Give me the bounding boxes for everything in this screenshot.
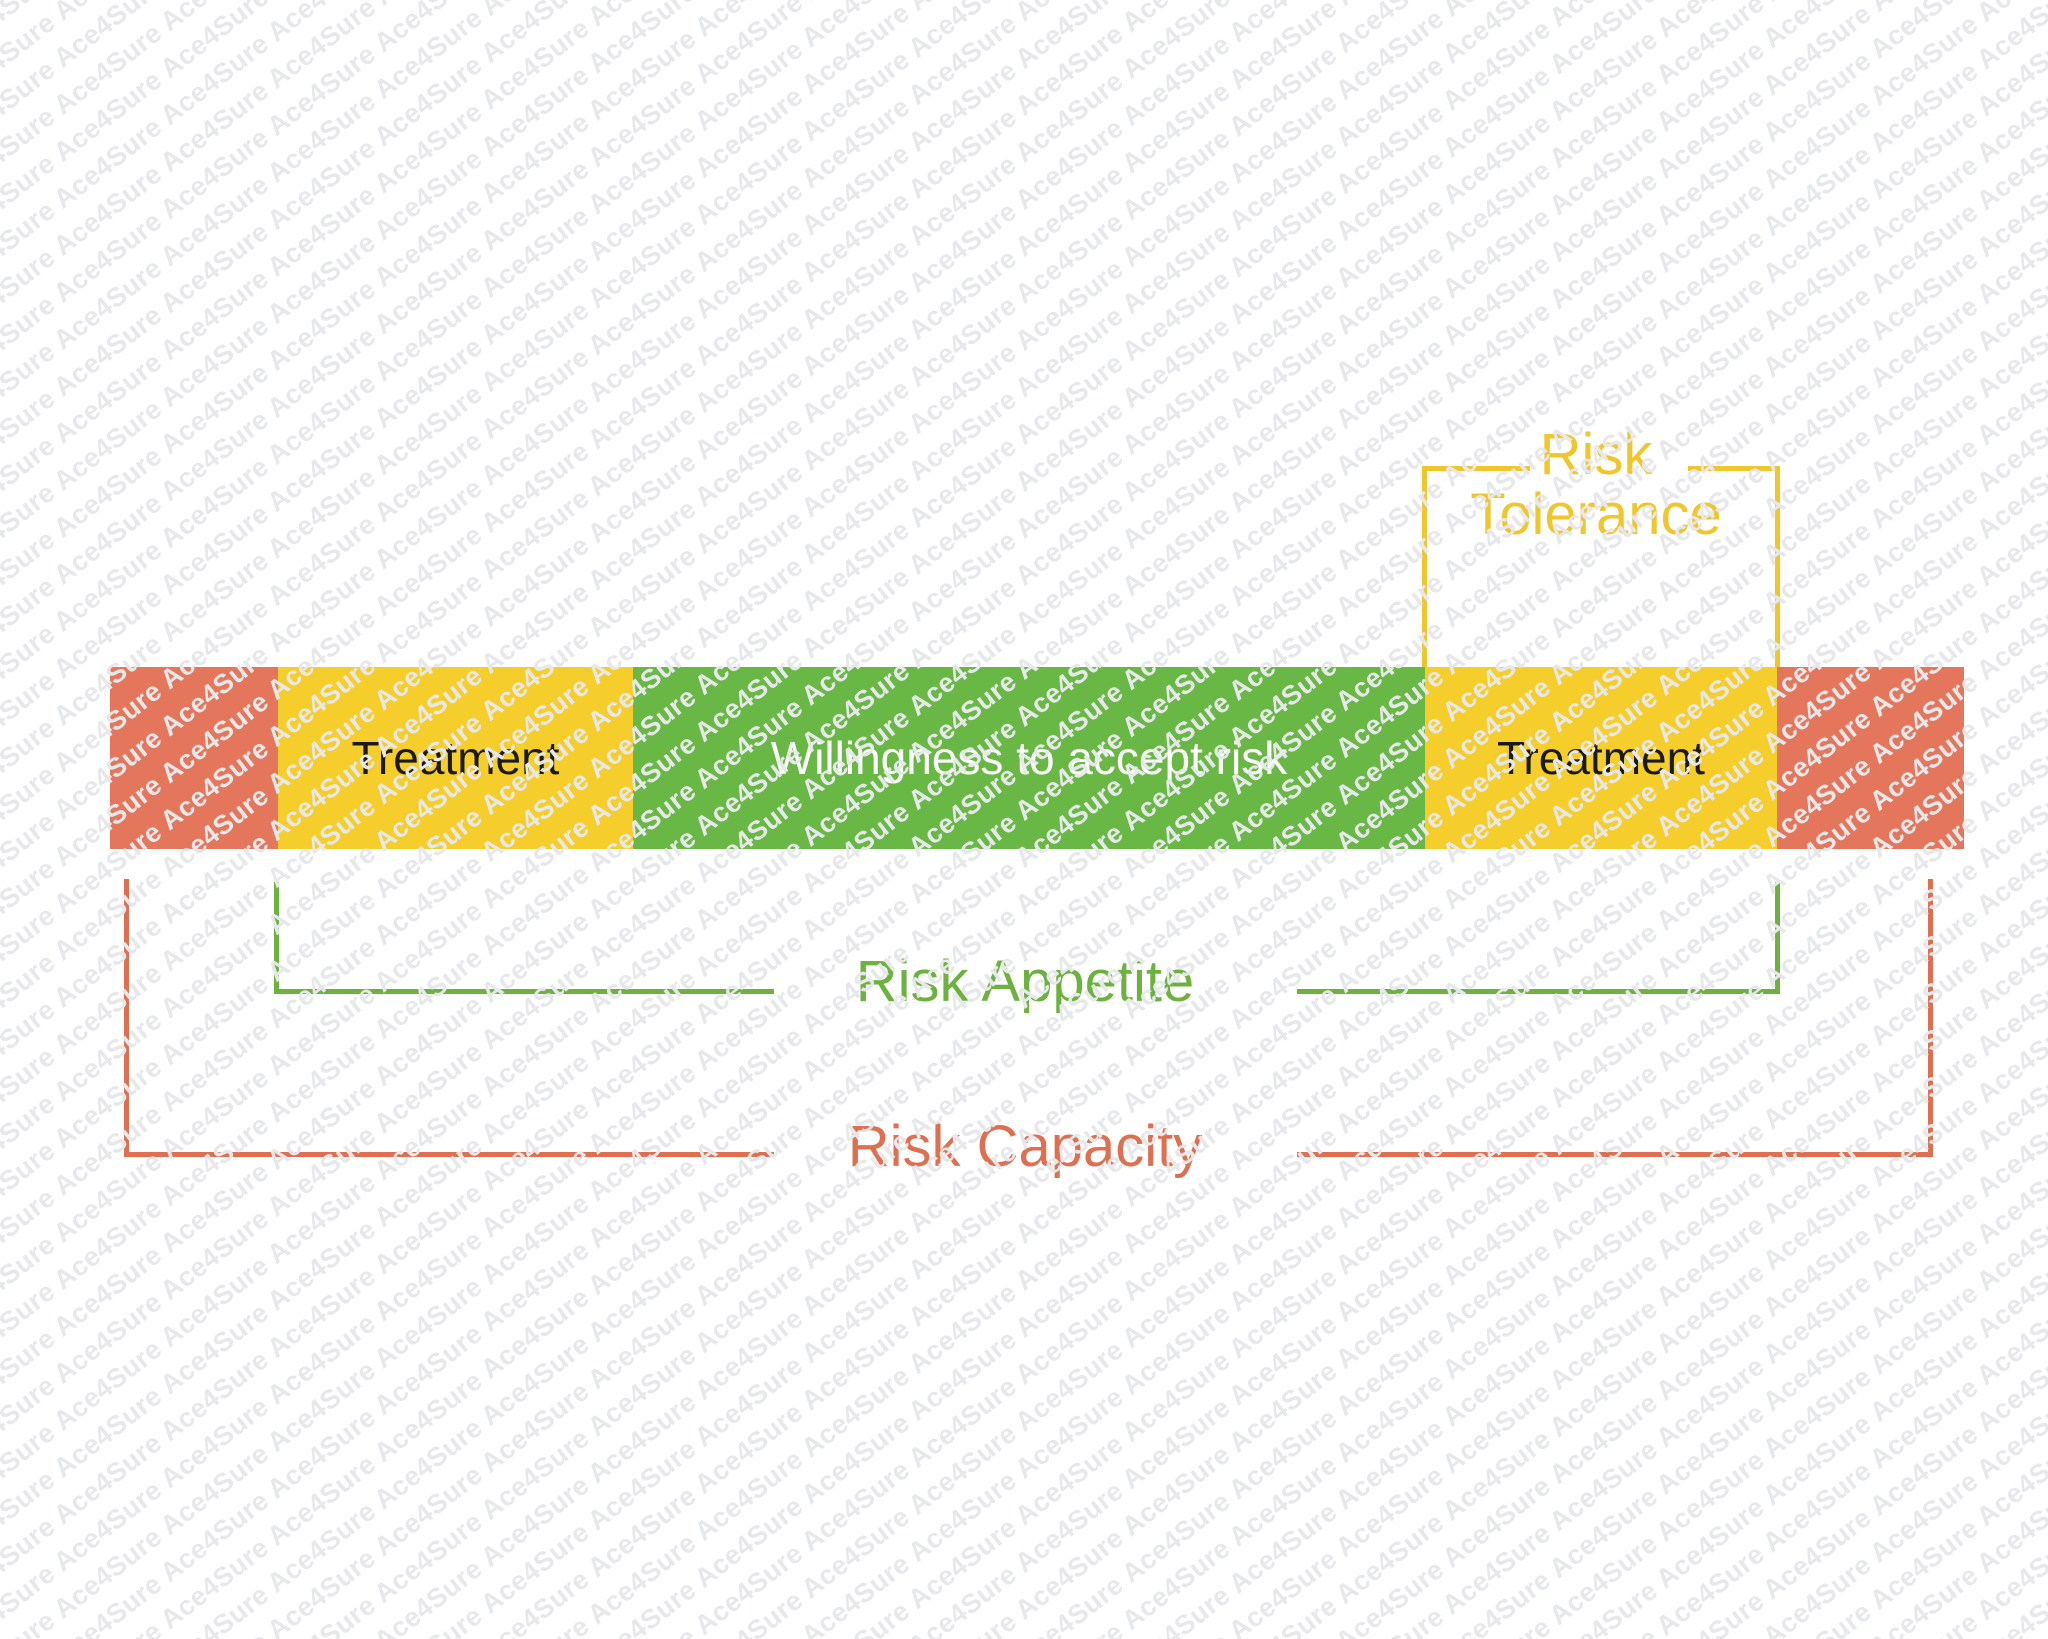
watermark-text: Ace4Sure Ace4Sure Ace4Sure Ace4Sure Ace4… <box>0 1570 2048 1639</box>
risk-appetite-bracket-left-leg <box>274 882 279 994</box>
watermark-text: Ace4Sure Ace4Sure Ace4Sure Ace4Sure Ace4… <box>0 1523 2048 1639</box>
watermark-text: Ace4Sure Ace4Sure Ace4Sure Ace4Sure Ace4… <box>0 160 2048 1639</box>
watermark-text: Ace4Sure Ace4Sure Ace4Sure Ace4Sure Ace4… <box>0 771 2048 1639</box>
risk-tolerance-bracket-right-leg <box>1775 466 1780 667</box>
watermark-text: Ace4Sure Ace4Sure Ace4Sure Ace4Sure Ace4… <box>0 0 2048 658</box>
watermark-text: Ace4Sure Ace4Sure Ace4Sure Ace4Sure Ace4… <box>0 1288 2048 1639</box>
watermark-text: Ace4Sure Ace4Sure Ace4Sure Ace4Sure Ace4… <box>0 1100 2048 1639</box>
risk-capacity-bracket-left-rule <box>124 1152 774 1157</box>
watermark-text: Ace4Sure Ace4Sure Ace4Sure Ace4Sure Ace4… <box>0 113 2048 1639</box>
watermark-text: Ace4Sure Ace4Sure Ace4Sure Ace4Sure Ace4… <box>0 912 2048 1639</box>
risk-tolerance-label: Risk Tolerance <box>1336 425 1856 544</box>
watermark-text: Ace4Sure Ace4Sure Ace4Sure Ace4Sure Ace4… <box>0 19 2048 1639</box>
watermark-text: Ace4Sure Ace4Sure Ace4Sure Ace4Sure Ace4… <box>0 1429 2048 1639</box>
watermark-text: Ace4Sure Ace4Sure Ace4Sure Ace4Sure Ace4… <box>0 0 2048 376</box>
watermark-text: Ace4Sure Ace4Sure Ace4Sure Ace4Sure Ace4… <box>0 0 2048 141</box>
risk-tolerance-bracket-top-left-stub <box>1422 466 1530 471</box>
watermark-text: Ace4Sure Ace4Sure Ace4Sure Ace4Sure Ace4… <box>0 724 2048 1639</box>
risk-tolerance-bracket-left-leg <box>1422 466 1427 667</box>
risk-scale-bar: Treatment Willingness to accept risk Tre… <box>110 667 1964 849</box>
watermark-text: Ace4Sure Ace4Sure Ace4Sure Ace4Sure Ace4… <box>0 0 2048 329</box>
watermark-text: Ace4Sure Ace4Sure Ace4Sure Ace4Sure Ace4… <box>0 818 2048 1639</box>
risk-appetite-label: Risk Appetite <box>855 949 1195 1014</box>
bar-segment-willingness: Willingness to accept risk <box>633 667 1425 849</box>
watermark-text: Ace4Sure Ace4Sure Ace4Sure Ace4Sure Ace4… <box>0 0 2048 94</box>
watermark-text: Ace4Sure Ace4Sure Ace4Sure Ace4Sure Ace4… <box>0 1194 2048 1639</box>
watermark-text: Ace4Sure Ace4Sure Ace4Sure Ace4Sure Ace4… <box>0 1006 2048 1639</box>
watermark-text: Ace4Sure Ace4Sure Ace4Sure Ace4Sure Ace4… <box>0 1335 2048 1639</box>
watermark-text: Ace4Sure Ace4Sure Ace4Sure Ace4Sure Ace4… <box>0 0 2048 752</box>
watermark-text: Ace4Sure Ace4Sure Ace4Sure Ace4Sure Ace4… <box>0 1617 2048 1639</box>
bar-segment-treatment-right: Treatment <box>1425 667 1777 849</box>
watermark-text: Ace4Sure Ace4Sure Ace4Sure Ace4Sure Ace4… <box>0 0 2048 1269</box>
watermark-text: Ace4Sure Ace4Sure Ace4Sure Ace4Sure Ace4… <box>0 442 2048 1639</box>
risk-appetite-bracket-left-rule <box>274 989 774 994</box>
watermark-text: Ace4Sure Ace4Sure Ace4Sure Ace4Sure Ace4… <box>0 395 2048 1639</box>
risk-capacity-label: Risk Capacity <box>847 1114 1203 1179</box>
risk-appetite-bracket-right-leg <box>1775 882 1780 994</box>
watermark-text: Ace4Sure Ace4Sure Ace4Sure Ace4Sure Ace4… <box>0 1476 2048 1639</box>
risk-capacity-bracket-right-leg <box>1928 879 1933 1156</box>
bar-segment-treatment-left: Treatment <box>278 667 633 849</box>
bar-segment-red-right <box>1777 667 1964 849</box>
watermark-text: Ace4Sure Ace4Sure Ace4Sure Ace4Sure Ace4… <box>0 0 2048 188</box>
risk-tolerance-bracket-top-right-stub <box>1688 466 1780 471</box>
risk-appetite-bracket-right-rule <box>1297 989 1780 994</box>
watermark-text: Ace4Sure Ace4Sure Ace4Sure Ace4Sure Ace4… <box>0 0 2048 470</box>
watermark-text: Ace4Sure Ace4Sure Ace4Sure Ace4Sure Ace4… <box>0 0 2048 235</box>
watermark-text: Ace4Sure Ace4Sure Ace4Sure Ace4Sure Ace4… <box>0 0 2048 47</box>
risk-tolerance-label-line-1: Risk <box>1539 422 1653 487</box>
risk-capacity-bracket-right-rule <box>1297 1152 1933 1157</box>
watermark-text: Ace4Sure Ace4Sure Ace4Sure Ace4Sure Ace4… <box>0 0 2048 282</box>
bar-segment-red-left <box>110 667 278 849</box>
watermark-text: Ace4Sure Ace4Sure Ace4Sure Ace4Sure Ace4… <box>0 0 2048 423</box>
watermark-text: Ace4Sure Ace4Sure Ace4Sure Ace4Sure Ace4… <box>0 1382 2048 1639</box>
watermark-text: Ace4Sure Ace4Sure Ace4Sure Ace4Sure Ace4… <box>0 959 2048 1639</box>
risk-capacity-bracket-left-leg <box>124 879 129 1156</box>
watermark-text: Ace4Sure Ace4Sure Ace4Sure Ace4Sure Ace4… <box>0 348 2048 1639</box>
watermark-text: Ace4Sure Ace4Sure Ace4Sure Ace4Sure Ace4… <box>0 0 2048 1222</box>
watermark-text: Ace4Sure Ace4Sure Ace4Sure Ace4Sure Ace4… <box>0 66 2048 1639</box>
watermark-text: Ace4Sure Ace4Sure Ace4Sure Ace4Sure Ace4… <box>0 1241 2048 1639</box>
watermark-text: Ace4Sure Ace4Sure Ace4Sure Ace4Sure Ace4… <box>0 0 2048 705</box>
risk-tolerance-label-line-2: Tolerance <box>1470 481 1722 547</box>
watermark-text: Ace4Sure Ace4Sure Ace4Sure Ace4Sure Ace4… <box>0 1147 2048 1639</box>
